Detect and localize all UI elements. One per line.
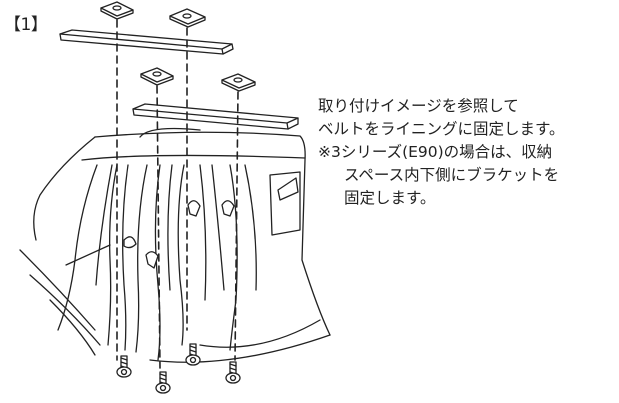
trunk-lining — [19, 127, 331, 363]
screw-1 — [116, 355, 132, 378]
instruction-line-2: ベルトをライニングに固定します。 — [318, 120, 565, 138]
instruction-line-1: 取り付けイメージを参照して — [318, 97, 519, 115]
note-line-1: ※3シリーズ(E90)の場合は、収納 — [318, 143, 553, 161]
top-bracket-right — [169, 8, 206, 28]
step-number-label: 【1】 — [4, 15, 48, 35]
note-line-2: スペース内下側にブラケットを — [344, 166, 560, 184]
screw-2 — [155, 371, 171, 394]
upper-rail — [59, 29, 234, 55]
middle-bracket-left — [140, 67, 174, 86]
top-bracket-left — [100, 1, 134, 20]
note-line-3: 固定します。 — [344, 189, 436, 207]
middle-bracket-right — [221, 73, 256, 92]
alignment-guides — [116, 19, 239, 369]
screw-3 — [185, 343, 201, 366]
lower-rail — [132, 103, 299, 130]
instruction-text: 取り付けイメージを参照して ベルトをライニングに固定します。 ※3シリーズ(E9… — [318, 95, 564, 210]
screw-4 — [225, 361, 241, 384]
